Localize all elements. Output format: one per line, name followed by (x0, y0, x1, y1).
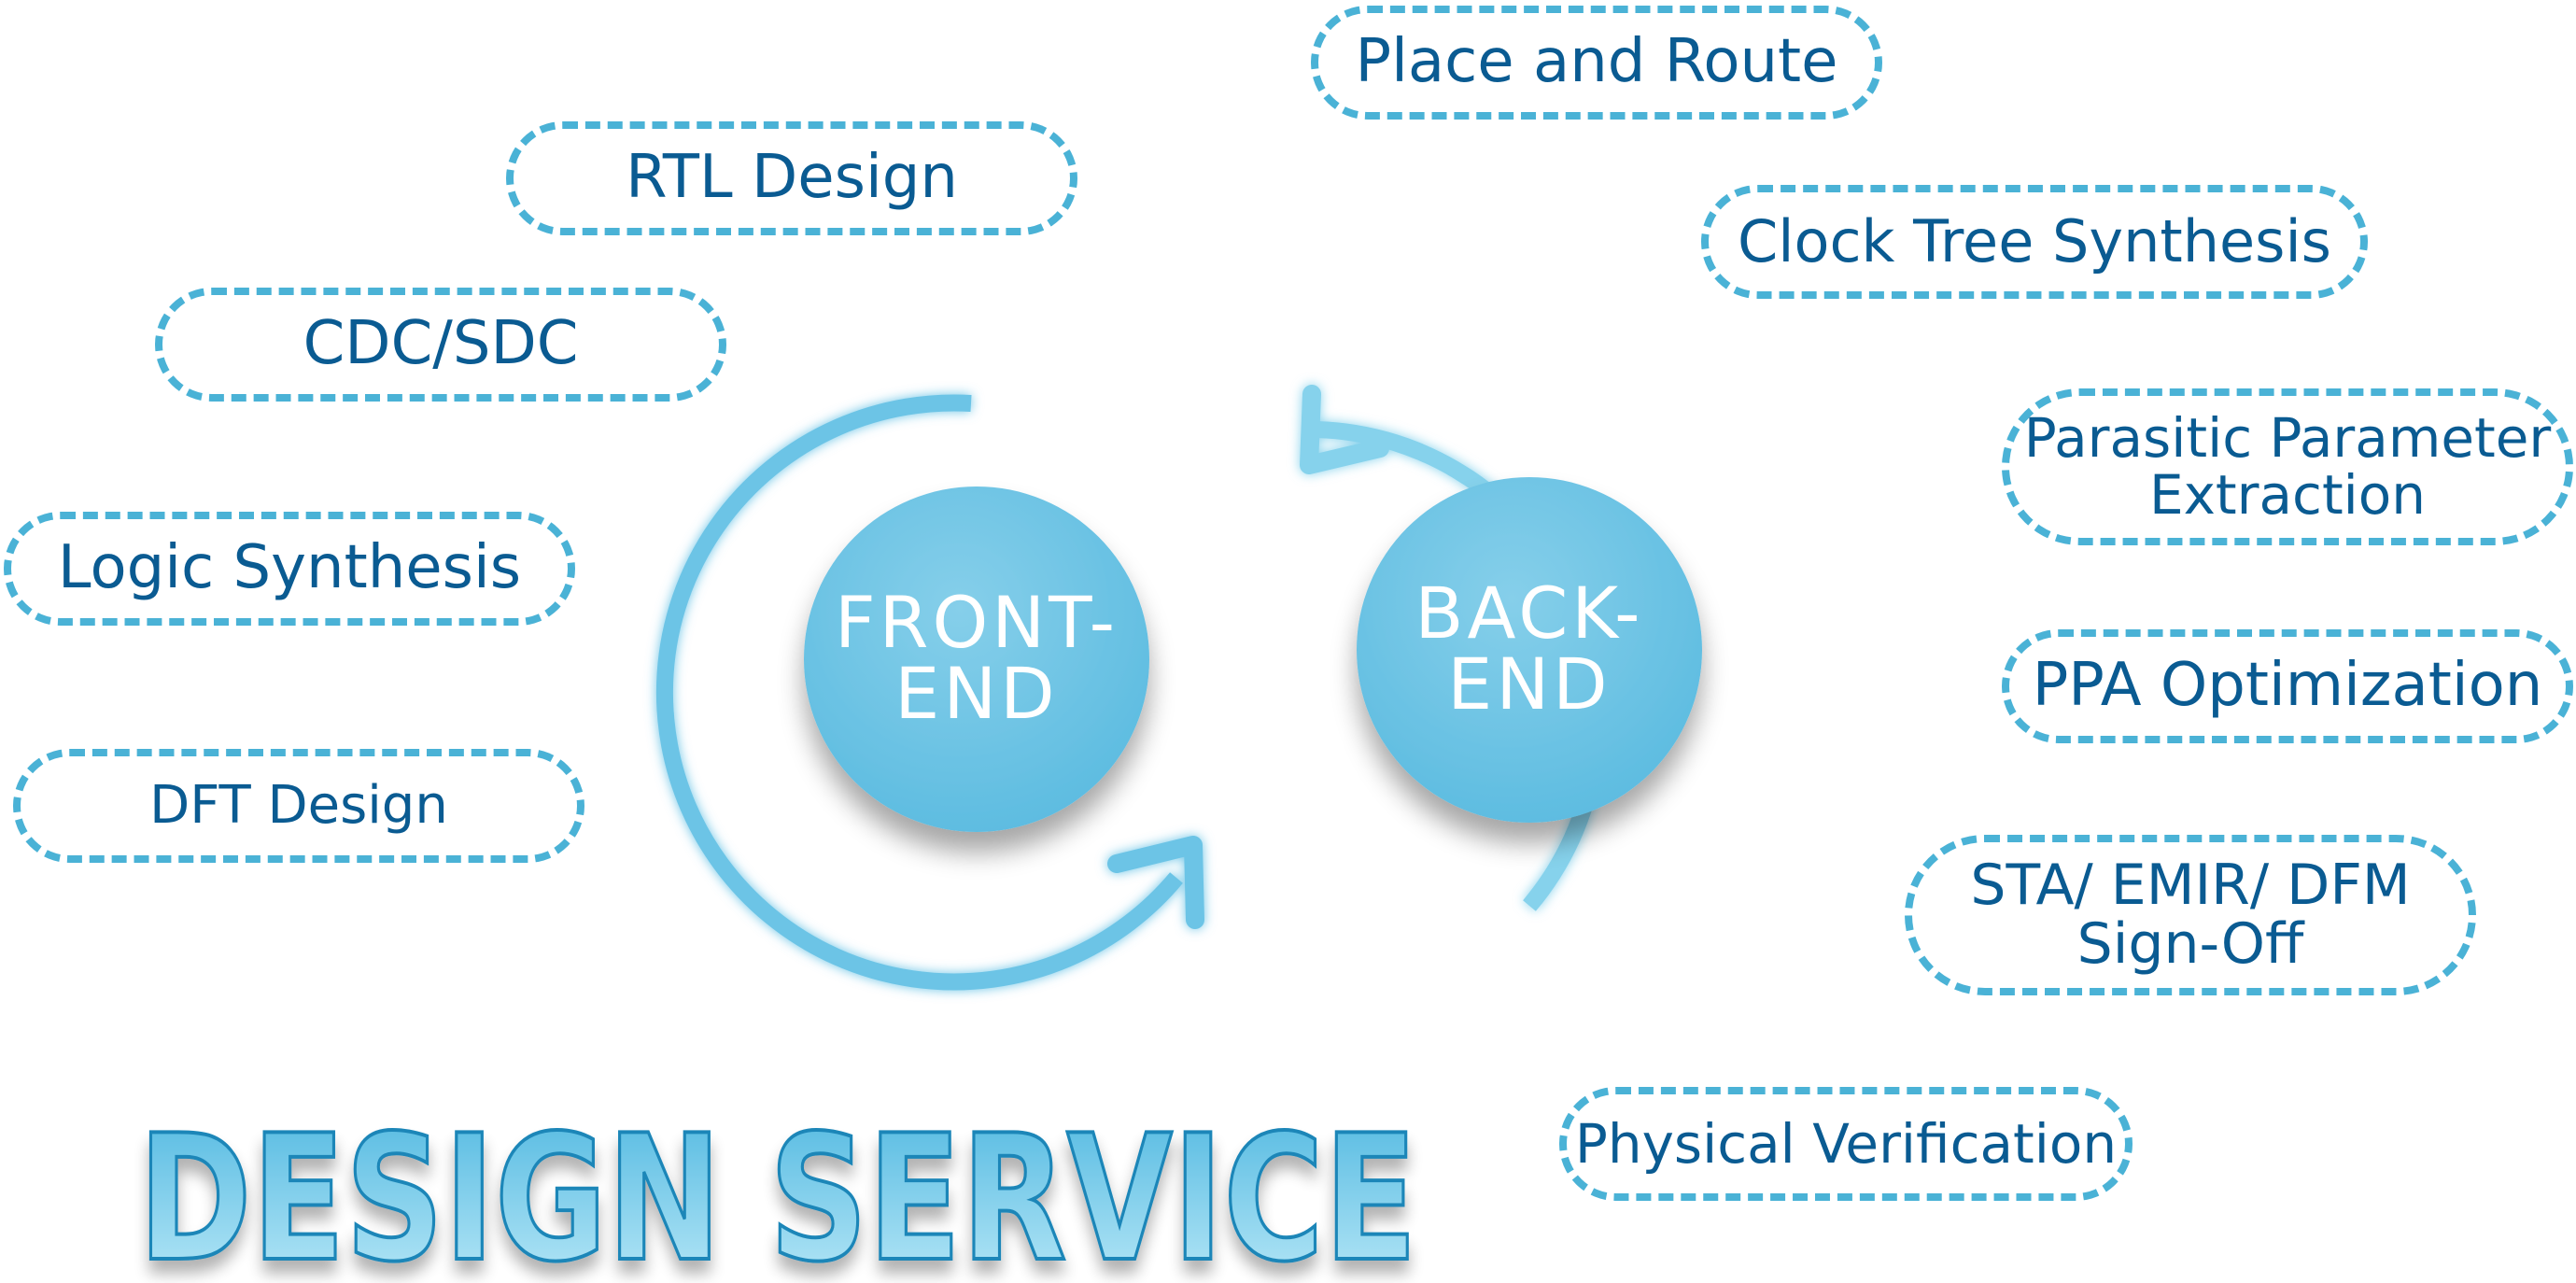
pill-clock-tree-synthesis: Clock Tree Synthesis (1701, 185, 2368, 299)
front-end-label-line2: END (894, 652, 1059, 735)
pill-dft-design-label: DFT Design (149, 774, 448, 836)
title-text: DESIGN SERVICE (138, 1102, 1417, 1283)
pill-parasitic-parameter-extraction: Parasitic Parameter Extraction (2002, 388, 2573, 545)
pill-logic-synthesis: Logic Synthesis (4, 512, 575, 626)
pill-sta-emir-dfm-line2: Sign-Off (2076, 911, 2304, 977)
design-service-title: DESIGN SERVICE (131, 1102, 1438, 1283)
front-end-cycle-arrow (655, 394, 1204, 991)
pill-parasitic-parameter-line2: Extraction (2148, 463, 2427, 527)
pill-logic-synthesis-label: Logic Synthesis (57, 533, 522, 603)
pill-sta-emir-dfm-line1: STA/ EMIR/ DFM (1970, 853, 2411, 918)
title-graphic: DESIGN SERVICE (136, 1102, 1419, 1283)
pill-rtl-design: RTL Design (506, 121, 1077, 235)
pill-place-and-route: Place and Route (1311, 6, 1882, 120)
back-end-label-line2: END (1447, 642, 1612, 726)
back-end-label: BACK- END (1357, 551, 1702, 747)
pill-ppa-optimization-label: PPA Optimization (2032, 651, 2543, 721)
back-end-label-line1: BACK- (1415, 571, 1644, 655)
pill-cdc-sdc-label: CDC/SDC (303, 309, 579, 379)
pill-dft-design: DFT Design (13, 749, 584, 863)
pill-ppa-optimization: PPA Optimization (2002, 629, 2573, 743)
pill-physical-verification: Physical Verification (1559, 1087, 2133, 1201)
pill-rtl-design-label: RTL Design (626, 143, 958, 213)
pill-cdc-sdc: CDC/SDC (155, 288, 726, 402)
back-end-circle (1357, 477, 1702, 823)
pill-clock-tree-synthesis-label: Clock Tree Synthesis (1738, 207, 2331, 276)
front-end-label: FRONT- END (804, 560, 1149, 756)
pill-place-and-route-label: Place and Route (1355, 27, 1838, 97)
front-end-circle (804, 486, 1149, 832)
pill-parasitic-parameter-line1: Parasitic Parameter (2023, 406, 2552, 471)
pill-physical-verification-label: Physical Verification (1574, 1111, 2118, 1176)
pill-sta-emir-dfm-sign-off: STA/ EMIR/ DFM Sign-Off (1905, 835, 2476, 995)
front-end-label-line1: FRONT- (834, 581, 1119, 664)
